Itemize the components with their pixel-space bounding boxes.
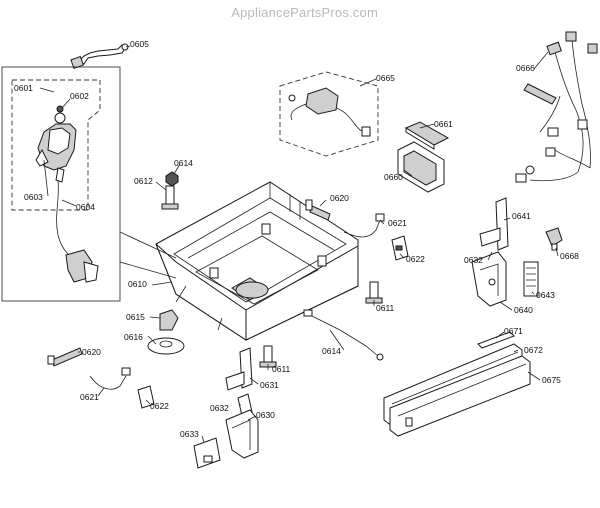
wire-0621a	[343, 213, 385, 238]
inlet-valve-box	[1, 66, 121, 302]
label-0675: 0675	[542, 375, 561, 385]
float-0615	[159, 309, 179, 331]
spring-0643	[523, 261, 539, 297]
trim-0671	[477, 331, 515, 349]
hinge-arm-0630	[225, 409, 259, 459]
label-0620b: 0620	[82, 347, 101, 357]
label-0605: 0605	[130, 39, 149, 49]
pressure-switch-0665	[279, 71, 379, 157]
float-disc-0616	[147, 337, 185, 355]
label-0672: 0672	[524, 345, 543, 355]
label-0620a: 0620	[330, 193, 349, 203]
label-0666: 0666	[516, 63, 535, 73]
inlet-tube-0604	[56, 179, 99, 283]
label-0632b: 0632	[210, 403, 229, 413]
label-0632a: 0632	[464, 255, 483, 265]
hinge-0641	[479, 197, 509, 251]
leader-lines	[39, 45, 559, 443]
hinge-0631	[225, 347, 253, 391]
label-0614a: 0614	[174, 158, 193, 168]
sensor-0620b	[47, 347, 83, 367]
label-0622a: 0622	[406, 254, 425, 264]
part-labels: 0605 0601 0602 0603 0604 0665 0666 0661 …	[14, 39, 579, 439]
label-0640: 0640	[514, 305, 533, 315]
label-0631: 0631	[260, 380, 279, 390]
label-0633: 0633	[180, 429, 199, 439]
watermark: AppliancePartsPros.com	[231, 5, 378, 20]
label-0660: 0660	[384, 172, 403, 182]
nut-0614a	[165, 171, 179, 187]
label-0622b: 0622	[150, 401, 169, 411]
label-0643: 0643	[536, 290, 555, 300]
label-0602: 0602	[70, 91, 89, 101]
label-0611a: 0611	[376, 303, 395, 313]
label-0671: 0671	[504, 326, 523, 336]
label-0668: 0668	[560, 251, 579, 261]
hinge-arm-0640	[471, 251, 507, 307]
label-0621b: 0621	[80, 392, 99, 402]
label-0610: 0610	[128, 279, 147, 289]
wire-harness-0666	[515, 31, 598, 183]
label-0604: 0604	[76, 202, 95, 212]
label-0615: 0615	[126, 312, 145, 322]
foot-0612	[161, 185, 179, 210]
inlet-hose-0605	[70, 43, 129, 70]
cable-0614b	[303, 309, 384, 361]
wire-0621b	[89, 367, 131, 390]
clip-0668	[545, 227, 563, 251]
label-0614b: 0614	[322, 346, 341, 356]
label-0641: 0641	[512, 211, 531, 221]
bracket-0622b	[137, 385, 155, 409]
bracket-0633	[193, 437, 221, 469]
label-0616: 0616	[124, 332, 143, 342]
bracket-0622a	[391, 235, 409, 261]
label-0630: 0630	[256, 410, 275, 420]
sensor-0620a	[305, 199, 331, 221]
label-0603: 0603	[24, 192, 43, 202]
handle-cover-0660	[397, 141, 445, 193]
label-0661: 0661	[434, 119, 453, 129]
label-0611b: 0611	[272, 364, 291, 374]
label-0601: 0601	[14, 83, 33, 93]
base-frame-0610	[155, 181, 359, 341]
inlet-valve-0603	[35, 105, 77, 183]
label-0612: 0612	[134, 176, 153, 186]
foot-0611a	[365, 281, 383, 304]
kickplate-0675	[389, 355, 531, 437]
label-0665: 0665	[376, 73, 395, 83]
handle-0661	[404, 121, 450, 150]
label-0621a: 0621	[388, 218, 407, 228]
